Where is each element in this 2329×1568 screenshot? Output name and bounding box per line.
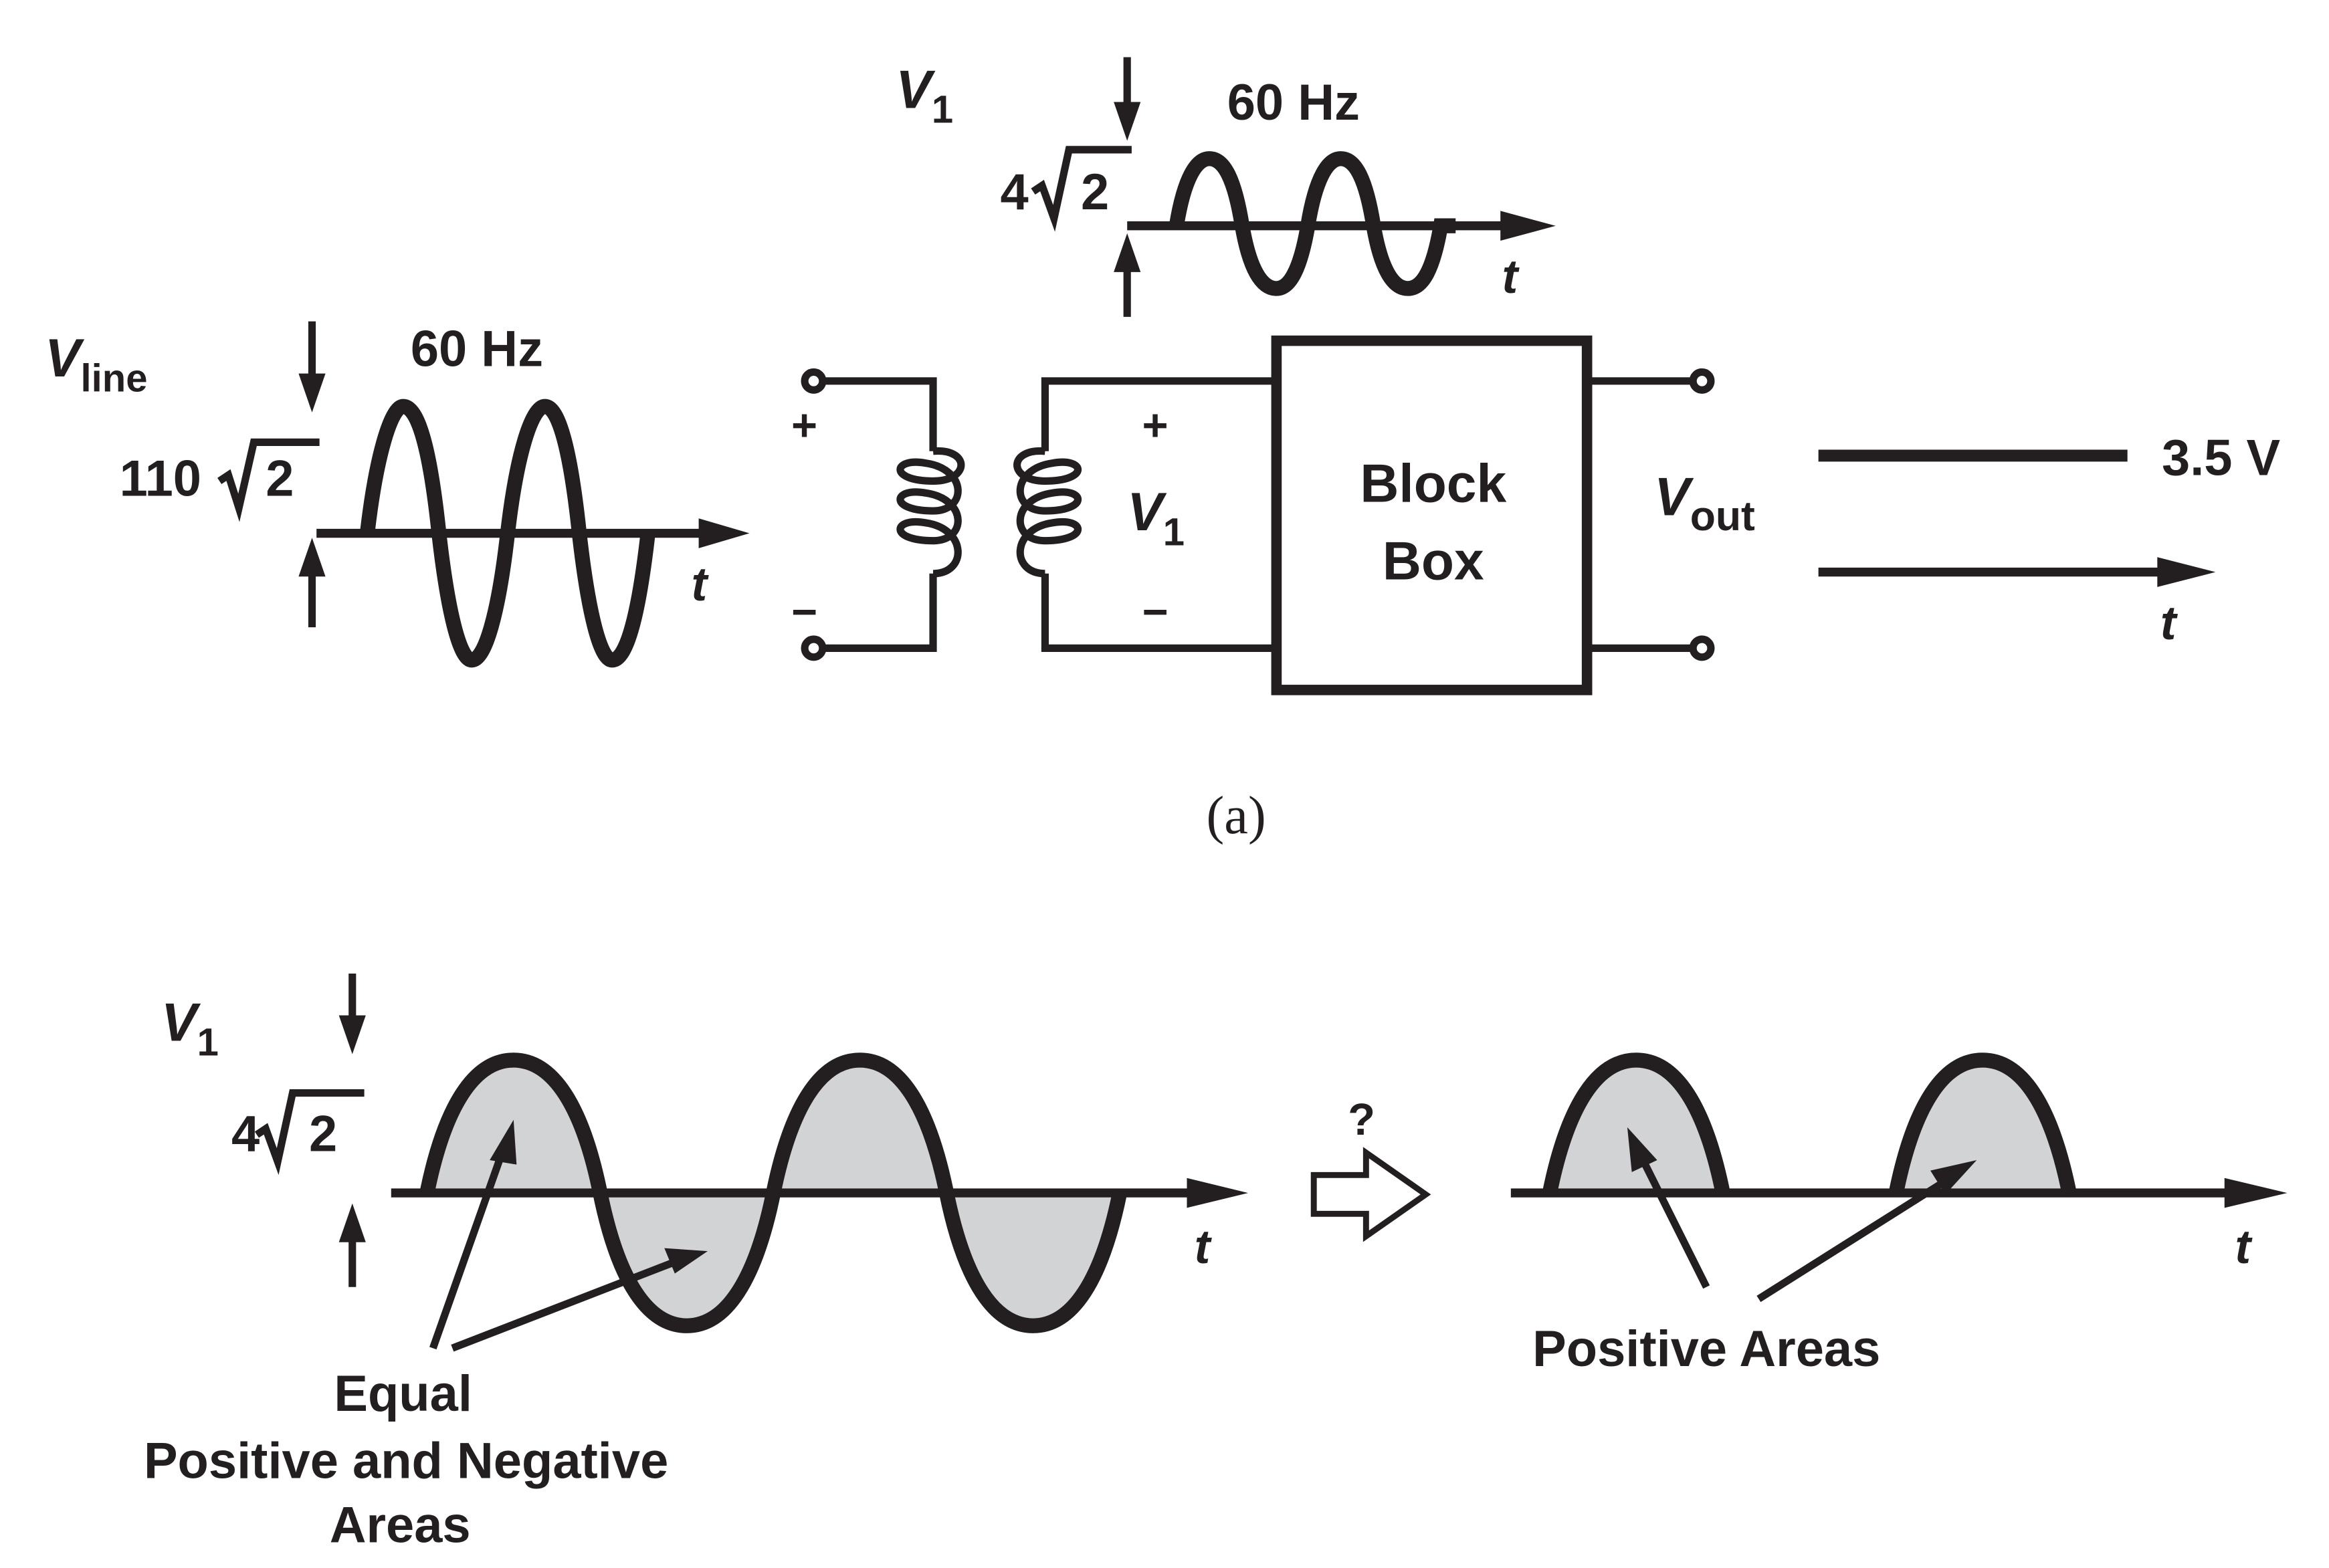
- line-sine-wave: [359, 399, 655, 668]
- bottom-amp-coeff: 4: [231, 1106, 260, 1163]
- rectified-plot: t Positive Areas: [1510, 1052, 2288, 1377]
- rectified-half-wave-1: [1542, 1052, 1730, 1195]
- dc-output-plot: 3.5 V t: [1818, 429, 2281, 650]
- line-amp-coeff: 110: [120, 451, 201, 508]
- secondary-sine-wave: [1169, 151, 1456, 296]
- primary-minus-sign: −: [791, 587, 817, 637]
- block-box: Block Box Vout: [1271, 335, 1755, 695]
- secondary-minus-sign: −: [1142, 587, 1169, 637]
- hollow-right-arrow-icon: [1310, 1147, 1431, 1242]
- v1-top-subscript: 1: [932, 88, 953, 132]
- secondary-amp-radicand: 2: [1081, 164, 1109, 221]
- positive-area-pointer-1: [1641, 1163, 1710, 1289]
- line-voltage-waveform: Vline 60 Hz 110 2 t: [45, 321, 750, 668]
- caption-a: (a): [1207, 786, 1266, 845]
- line-time-label: t: [691, 558, 709, 611]
- secondary-coil-icon: [1013, 447, 1082, 578]
- svg-text:V1: V1: [161, 992, 219, 1064]
- line-amp-radicand: 2: [266, 451, 294, 508]
- equal-area-pointer-2: [451, 1259, 674, 1352]
- positive-areas-label: Positive Areas: [1532, 1321, 1880, 1377]
- secondary-frequency-label: 60 Hz: [1227, 74, 1360, 131]
- block-box-rect: [1271, 335, 1593, 695]
- positive-area-pointer-2: [1756, 1180, 1943, 1303]
- sine-area-plot: V1 4 2 t Equal Positive and Negative Are…: [144, 973, 1248, 1553]
- line-frequency-label: 60 Hz: [411, 321, 543, 378]
- v1-bottom-subscript: 1: [197, 1021, 219, 1065]
- bottom-amp-sqrt-icon: [254, 1089, 365, 1175]
- vout-subscript: out: [1690, 493, 1755, 540]
- line-amp-sqrt-icon: [217, 438, 320, 522]
- equal-label-line2: Positive and Negative: [144, 1432, 668, 1489]
- bottom-sine-wave: [419, 1052, 1127, 1333]
- secondary-time-label: t: [1502, 250, 1520, 304]
- primary-top-terminal[interactable]: [801, 368, 827, 394]
- secondary-voltage-waveform: V1 60 Hz 4 2 t: [896, 57, 1556, 317]
- rectified-half-wave-2: [1888, 1052, 2077, 1195]
- bottom-left-time-label: t: [1195, 1220, 1213, 1274]
- v1-coil-subscript: 1: [1163, 510, 1185, 554]
- dc-output-value: 3.5 V: [2162, 429, 2281, 486]
- equal-area-pointer-1: [429, 1148, 507, 1350]
- bottom-right-time-label: t: [2235, 1220, 2253, 1274]
- output-top-terminal[interactable]: [1689, 368, 1715, 394]
- bottom-amp-radicand: 2: [309, 1106, 337, 1163]
- secondary-amp-sqrt-icon: [1031, 146, 1132, 232]
- transformer: + − + − V1: [791, 368, 1277, 661]
- secondary-plus-sign: +: [1142, 401, 1169, 451]
- equal-label-line3: Areas: [330, 1496, 471, 1553]
- svg-text:V1: V1: [1127, 482, 1185, 554]
- vline-symbol: V: [45, 328, 85, 388]
- equal-label-line1: Equal: [334, 1365, 472, 1422]
- v1-coil-symbol: V: [1127, 482, 1167, 542]
- vline-subscript: line: [81, 356, 148, 400]
- vout-symbol: V: [1654, 467, 1694, 528]
- primary-plus-sign: +: [791, 401, 817, 451]
- secondary-amp-coeff: 4: [1000, 164, 1028, 221]
- block-box-label-line1: Block: [1360, 454, 1506, 514]
- output-bottom-terminal[interactable]: [1689, 635, 1715, 661]
- question-mark: ?: [1348, 1095, 1375, 1145]
- v1-bottom-symbol: V: [161, 992, 201, 1052]
- svg-text:V1: V1: [896, 60, 953, 131]
- svg-text:Vline: Vline: [45, 328, 148, 400]
- svg-text:Vout: Vout: [1654, 467, 1755, 540]
- primary-coil-icon: [896, 447, 965, 578]
- transform-arrow: ?: [1310, 1095, 1431, 1242]
- v1-top-symbol: V: [896, 60, 936, 120]
- block-box-label-line2: Box: [1383, 532, 1484, 592]
- dc-output-time-label: t: [2160, 596, 2179, 650]
- primary-bottom-terminal[interactable]: [801, 635, 827, 661]
